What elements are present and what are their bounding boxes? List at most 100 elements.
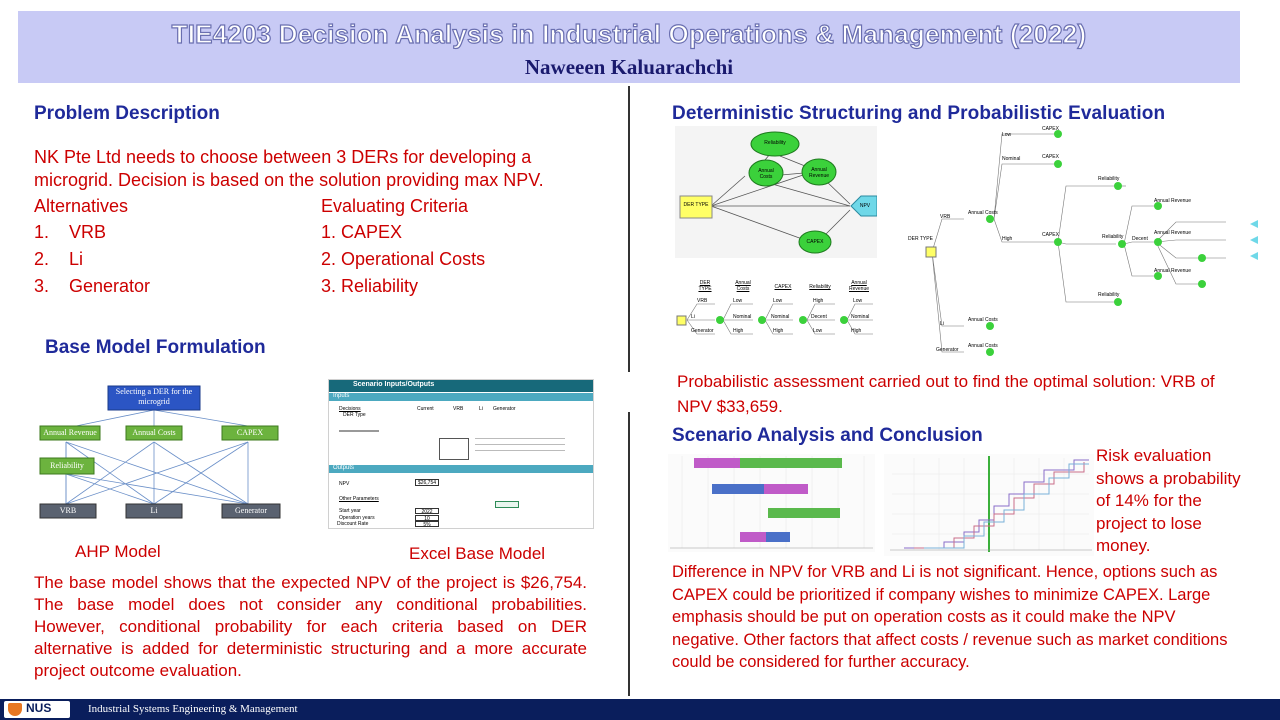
nus-shield-icon <box>8 703 22 716</box>
seq-cell-1-0: Li <box>691 314 695 320</box>
excel-npv-label: NPV <box>339 481 350 487</box>
influence-diagram-svg <box>679 131 877 254</box>
influence-node-annual-costs: Annual Costs <box>758 168 774 180</box>
excel-inputs-bar <box>329 393 593 401</box>
conclusion-text: Difference in NPV for VRB and Li is not … <box>672 563 1228 671</box>
tree-vrb-label: VRB <box>940 214 951 220</box>
excel-start-year: Start year <box>339 508 361 514</box>
influence-node-der-type: DER TYPE <box>683 202 709 208</box>
seq-cell-1-4: Nominal <box>851 314 870 320</box>
seq-header-2: Annual Costs <box>735 280 751 292</box>
seq-cell-2-1: High <box>733 328 744 334</box>
excel-base-model: Scenario Inputs/Outputs Inputs Decisions… <box>328 379 594 529</box>
tree-annual-revenue-1: Annual Revenue <box>1154 198 1191 204</box>
risk-profile-svg <box>890 456 1092 552</box>
excel-inputs-label: Inputs <box>333 393 350 399</box>
tree-generator-label: Generator <box>936 347 959 353</box>
scenario-heading: Scenario Analysis and Conclusion <box>672 425 983 446</box>
seq-cell-1-2: Nominal <box>771 314 790 320</box>
excel-npv-value: $26,754 <box>415 479 439 486</box>
ahp-criterion-2: Annual Costs <box>132 428 176 437</box>
tree-annual-costs-gen: Annual Costs <box>968 343 998 349</box>
base-model-text: The base model shows that the expected N… <box>34 573 587 680</box>
tree-decent: Decent <box>1132 236 1148 242</box>
excel-discount: Discount Rate <box>337 521 369 527</box>
excel-discount-val: 5% <box>415 521 439 528</box>
decision-tree: DER TYPE VRB Li Generator Annual Costs A… <box>906 124 1260 360</box>
excel-start-year-val: 2022 <box>415 508 439 515</box>
excel-op-years-val: 10 <box>415 515 439 522</box>
excel-decisions: Decisions <box>339 406 361 412</box>
seq-cell-2-3: Low <box>813 328 823 334</box>
deterministic-text: Probabilistic assessment carried out to … <box>677 372 1215 416</box>
seq-cell-0-4: Low <box>853 298 863 304</box>
ahp-goal-label: Selecting a DER for the microgrid <box>115 387 193 406</box>
alt-label-3: Generator <box>69 276 151 296</box>
excel-uncertainties-block <box>339 430 589 460</box>
tree-high-1: High <box>1002 236 1013 242</box>
nus-logo-text: NUS <box>26 701 52 715</box>
problem-heading: Problem Description <box>34 103 220 124</box>
risk-text: Risk evaluation shows a probability of 1… <box>1096 446 1241 555</box>
alternatives-heading: Alternatives <box>34 196 129 216</box>
excel-caption: Excel Base Model <box>409 544 546 563</box>
tree-annual-revenue-2: Annual Revenue <box>1154 230 1191 236</box>
tree-annual-costs-label: Annual Costs <box>968 210 998 216</box>
base-model-heading: Base Model Formulation <box>45 337 266 358</box>
excel-op-years: Operation years <box>339 515 375 521</box>
criteria-1: 1. CAPEX <box>321 222 403 242</box>
alt-num-3: 3. <box>34 276 50 296</box>
tree-capex-3: CAPEX <box>1042 232 1059 238</box>
influence-node-annual-revenue: Annual Revenue <box>808 167 829 179</box>
alt-label-1: VRB <box>69 222 107 242</box>
seq-cell-2-0: Generator <box>691 328 714 334</box>
tree-nominal-1: Nominal <box>1002 156 1021 162</box>
ahp-subcriterion: Reliability <box>50 461 84 470</box>
seq-header-5: Annual Revenue <box>848 280 869 292</box>
tree-reliability-2: Reliability <box>1102 234 1124 240</box>
excel-green-cell <box>495 501 519 508</box>
seq-cell-0-0: VRB <box>697 298 708 304</box>
column-divider-top <box>628 86 630 372</box>
excel-outputs-bar <box>329 465 593 473</box>
alt-num-1: 1. <box>34 222 50 242</box>
ahp-diagram-svg <box>39 385 281 519</box>
criteria-2: 2. Operational Costs <box>321 249 486 269</box>
excel-col-1: VRB <box>453 406 464 412</box>
excel-col-3: Generator <box>493 406 516 412</box>
seq-cell-1-3: Decent <box>811 314 827 320</box>
tree-reliability-3: Reliability <box>1098 292 1120 298</box>
poster-author: Naweeen Kaluarachchi <box>524 55 734 79</box>
criteria-3: 3. Reliability <box>321 276 419 296</box>
decision-tree-svg <box>925 130 1258 356</box>
tornado-chart-svg <box>670 456 873 549</box>
deterministic-heading: Deterministic Structuring and Probabilis… <box>672 103 1166 124</box>
excel-outputs-label: Outputs <box>333 465 355 471</box>
ahp-alt-1: VRB <box>59 506 77 515</box>
influence-node-capex: CAPEX <box>806 239 824 245</box>
excel-current: Current <box>417 406 434 412</box>
footer-bar: NUS Industrial Systems Engineering & Man… <box>0 699 1280 720</box>
column-divider-bottom <box>628 412 630 696</box>
tree-annual-revenue-3: Annual Revenue <box>1154 268 1191 274</box>
excel-title-bar <box>329 380 593 392</box>
decision-sequence-diagram: DER TYPE Annual Costs CAPEX Reliability … <box>675 278 875 350</box>
footer-department: Industrial Systems Engineering & Managem… <box>88 703 298 715</box>
seq-cell-0-2: Low <box>773 298 783 304</box>
tree-reliability-1: Reliability <box>1098 176 1120 182</box>
ahp-diagram: Selecting a DER for the microgrid Annual… <box>36 384 284 520</box>
seq-cell-0-1: Low <box>733 298 743 304</box>
poster-title: TIE4203 Decision Analysis in Industrial … <box>171 18 1087 49</box>
criteria-heading: Evaluating Criteria <box>321 196 469 216</box>
seq-cell-1-1: Nominal <box>733 314 752 320</box>
influence-node-npv: NPV <box>859 203 871 209</box>
alt-num-2: 2. <box>34 249 50 269</box>
seq-cell-2-4: High <box>851 328 862 334</box>
excel-der-type: DER Type <box>343 412 366 418</box>
influence-diagram: Reliability Annual Costs Annual Revenue … <box>675 126 877 258</box>
influence-node-reliability: Reliability <box>764 140 786 146</box>
ahp-criterion-1: Annual Revenue <box>43 428 97 437</box>
decision-sequence-svg <box>676 303 873 335</box>
ahp-alt-2: Li <box>150 506 158 515</box>
tree-root-label: DER TYPE <box>908 236 933 242</box>
